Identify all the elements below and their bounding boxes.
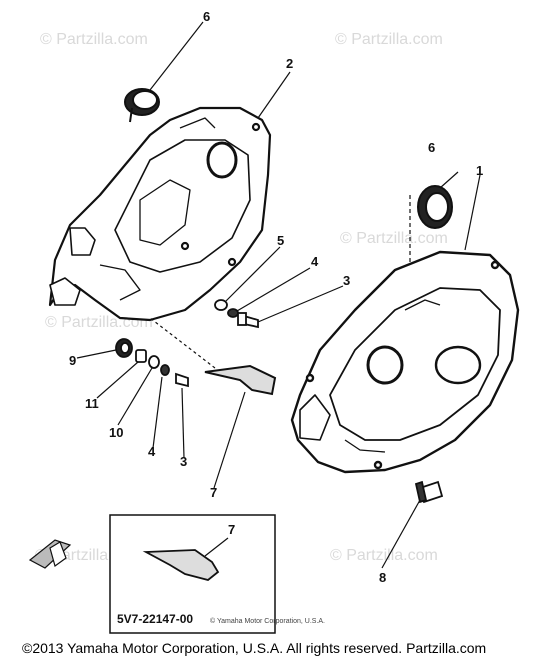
watermark-text: © Partzilla.com xyxy=(330,547,438,564)
inset-part-code: 5V7-22147-00 xyxy=(117,612,193,626)
callout-4-lower: 4 xyxy=(148,444,156,459)
callout-5: 5 xyxy=(277,233,284,248)
inset-part-7-bracket xyxy=(142,549,220,581)
inset-callout-7: 7 xyxy=(228,522,235,537)
callout-9: 9 xyxy=(69,353,76,368)
callout-11: 11 xyxy=(85,396,99,411)
watermark-text: © Partzilla.com xyxy=(335,31,443,48)
part-6-seal-top xyxy=(124,88,160,123)
part-7-bracket xyxy=(204,364,277,396)
watermark-group: © Partzilla.com © Partzilla.com © Partzi… xyxy=(35,31,448,564)
side-logo-icon xyxy=(28,539,72,569)
part-8-bolt xyxy=(414,480,444,504)
watermark-text: © Partzilla.com xyxy=(340,230,448,247)
part-9-11-10-4-3-fasteners-lower xyxy=(115,338,189,388)
part-5-4-3-fasteners-upper xyxy=(214,299,259,329)
callout-4-upper: 4 xyxy=(311,254,319,269)
callout-7-main: 7 xyxy=(210,485,217,500)
part-1-outer-cover xyxy=(290,250,520,474)
part-6-seal-right xyxy=(409,185,453,360)
callout-6-right: 6 xyxy=(428,140,435,155)
callout-8: 8 xyxy=(379,570,386,585)
callout-1: 1 xyxy=(476,163,483,178)
inset-box: 7 5V7-22147-00 © Yamaha Motor Corporatio… xyxy=(109,514,325,634)
callout-numbers: 6 2 6 1 5 4 3 9 11 10 4 3 7 8 xyxy=(69,9,483,585)
part-2-inner-cover xyxy=(48,106,272,322)
callout-3-lower: 3 xyxy=(180,454,187,469)
inset-small-copyright: © Yamaha Motor Corporation, U.S.A. xyxy=(210,617,325,625)
callout-10: 10 xyxy=(109,425,123,440)
callout-6-top: 6 xyxy=(203,9,210,24)
callout-3-upper: 3 xyxy=(343,273,350,288)
callout-2: 2 xyxy=(286,56,293,71)
watermark-text: © Partzilla.com xyxy=(40,31,148,48)
copyright-notice: ©2013 Yamaha Motor Corporation, U.S.A. A… xyxy=(22,640,487,656)
